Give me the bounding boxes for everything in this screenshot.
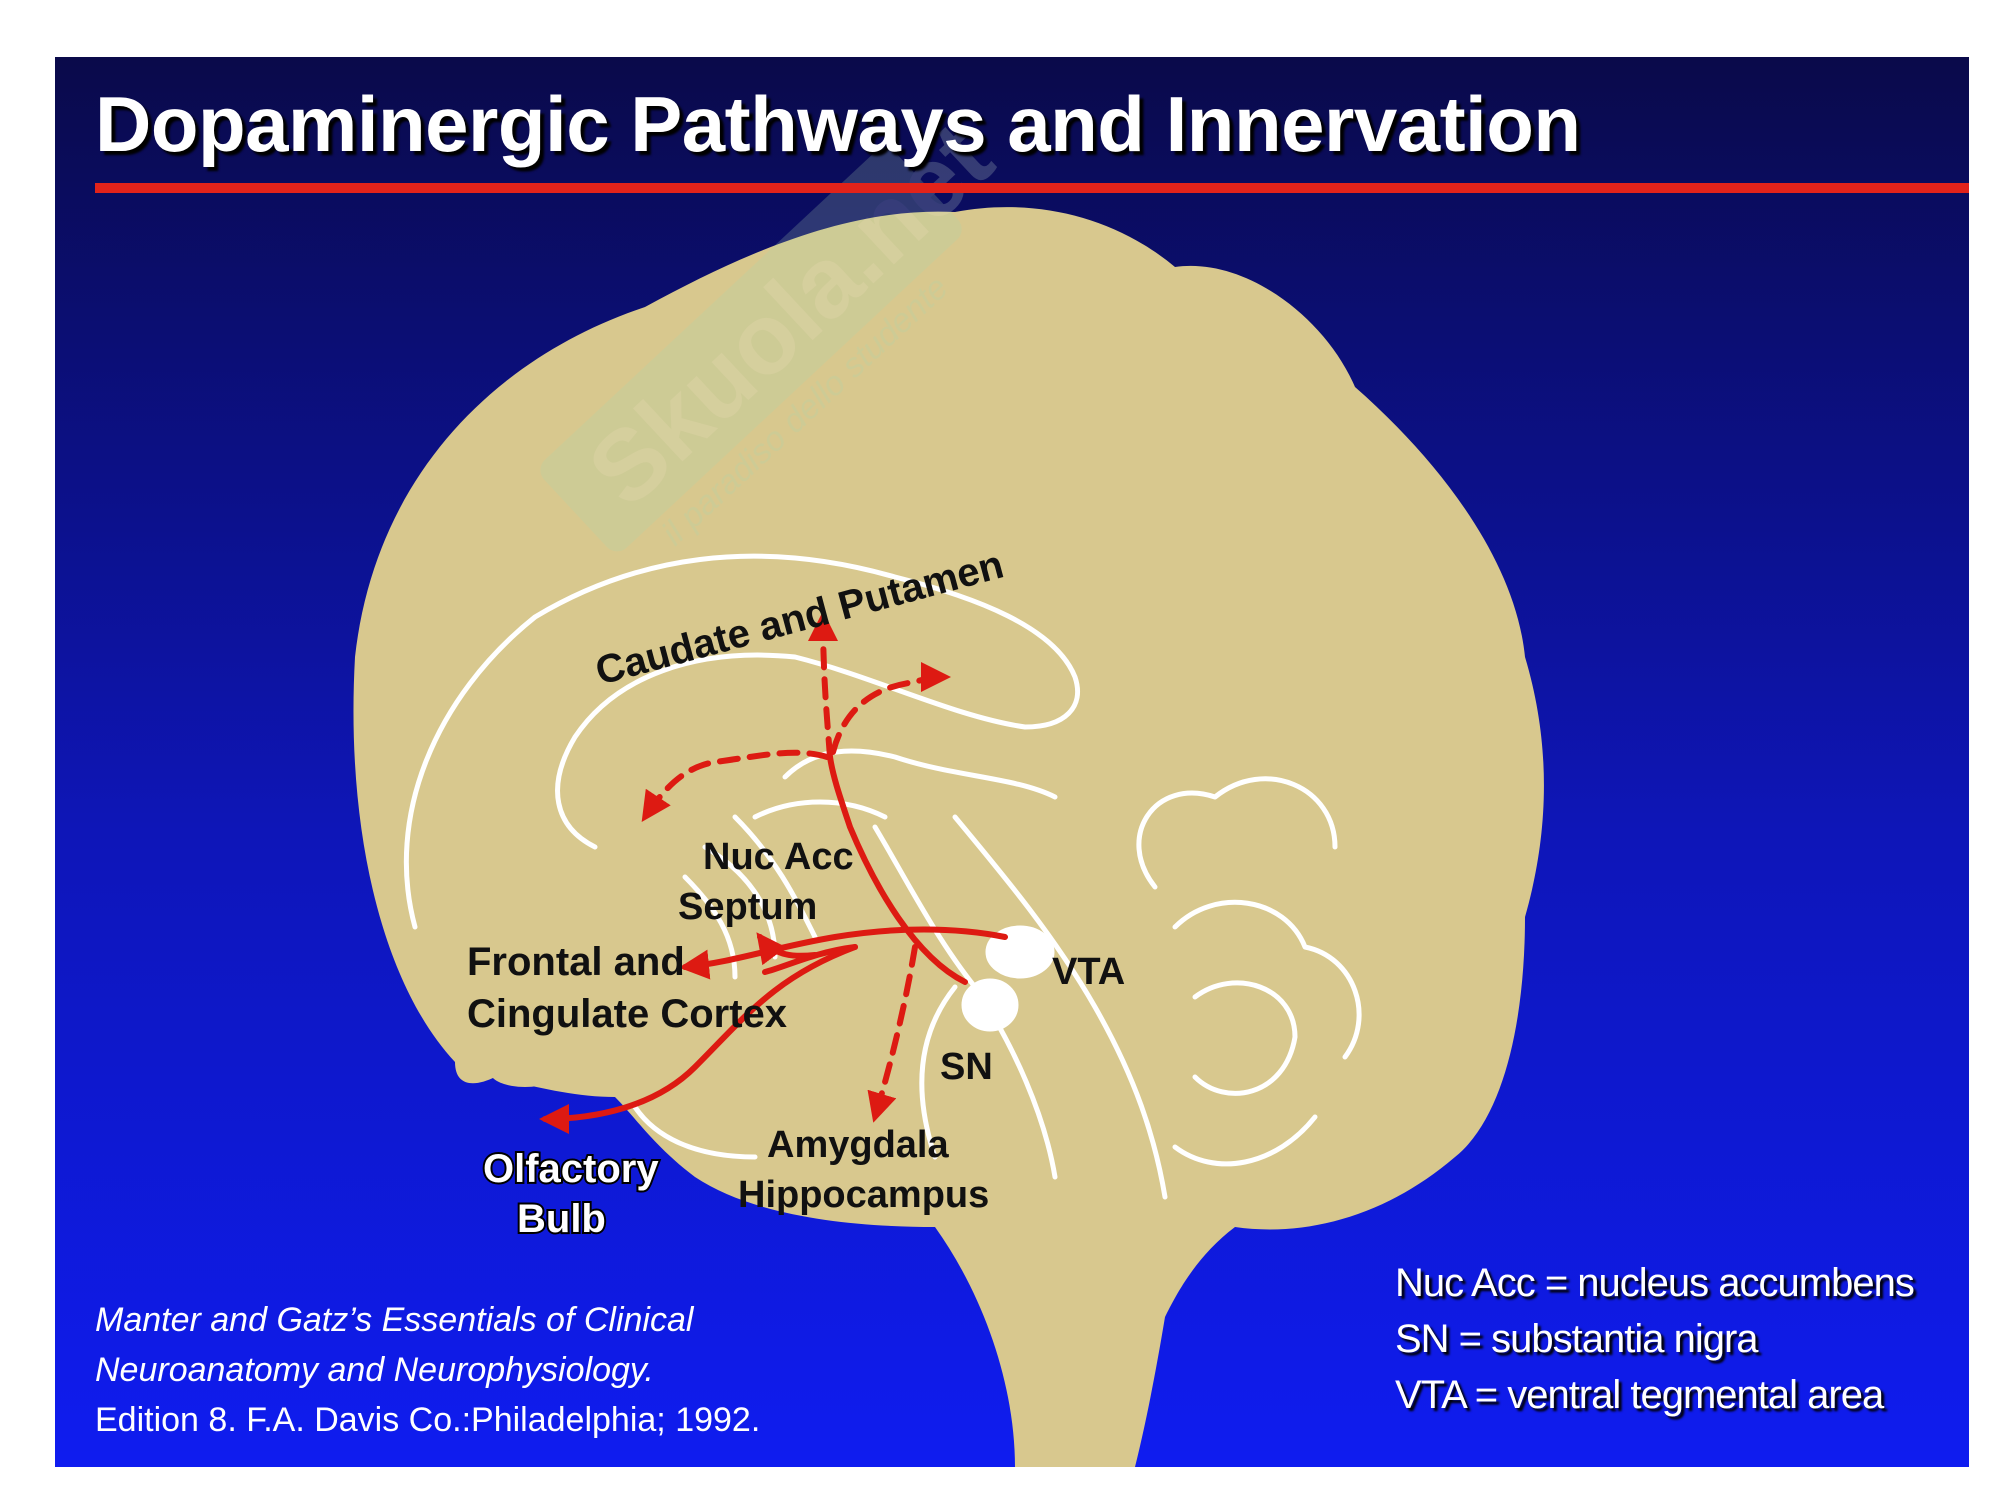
- slide: Skuola.net il paradiso dello studente Ca…: [55, 57, 1969, 1467]
- title-rule: [95, 183, 1969, 193]
- brain-silhouette: [353, 207, 1544, 1467]
- label-frontal-line1: Frontal and: [467, 940, 685, 984]
- pathway-amygdala: [867, 944, 918, 1123]
- label-vta: VTA: [1052, 951, 1125, 993]
- pathway-frontal: [679, 926, 1008, 980]
- pathway-nigrostriatal: [827, 754, 968, 985]
- legend-item-sn: SN = substantia nigra: [1395, 1317, 1759, 1361]
- pathway-caudate-right: [830, 662, 951, 755]
- label-septum: Septum: [678, 886, 817, 928]
- brain-diagram: Skuola.net il paradiso dello studente Ca…: [353, 101, 1544, 1467]
- pathway-septum: [756, 932, 818, 966]
- label-frontal-line2: Cingulate Cortex: [467, 992, 787, 1036]
- citation: Manter and Gatz’s Essentials of Clinical…: [95, 1295, 760, 1445]
- pathway-olfactory: [539, 944, 858, 1134]
- label-hippocampus: Hippocampus: [738, 1174, 989, 1216]
- sn-nucleus: [961, 978, 1019, 1032]
- pathway-caudate-left: [641, 749, 830, 822]
- legend-item-nuc-acc: Nuc Acc = nucleus accumbens: [1395, 1261, 1915, 1305]
- label-amygdala: Amygdala: [767, 1124, 949, 1166]
- citation-line-3: Edition 8. F.A. Davis Co.:Philadelphia; …: [95, 1401, 761, 1439]
- slide-title: Dopaminergic Pathways and Innervation: [95, 80, 1581, 168]
- legend-item-vta: VTA = ventral tegmental area: [1395, 1373, 1884, 1417]
- citation-line-1: Manter and Gatz’s Essentials of Clinical: [95, 1301, 694, 1339]
- label-nuc-acc: Nuc Acc: [703, 836, 854, 878]
- label-sn: SN: [940, 1046, 993, 1088]
- outer-labels: VTA Olfactory Bulb: [481, 951, 1125, 1243]
- label-olfactory-line2: Bulb: [517, 1197, 606, 1241]
- citation-line-2: Neuroanatomy and Neurophysiology.: [95, 1351, 654, 1389]
- dopamine-pathways: [539, 611, 1008, 1134]
- abbreviation-legend: Nuc Acc = nucleus accumbens SN = substan…: [1395, 1255, 1915, 1423]
- label-olfactory-line1: Olfactory: [483, 1147, 659, 1191]
- pathway-caudate-up: [808, 611, 839, 760]
